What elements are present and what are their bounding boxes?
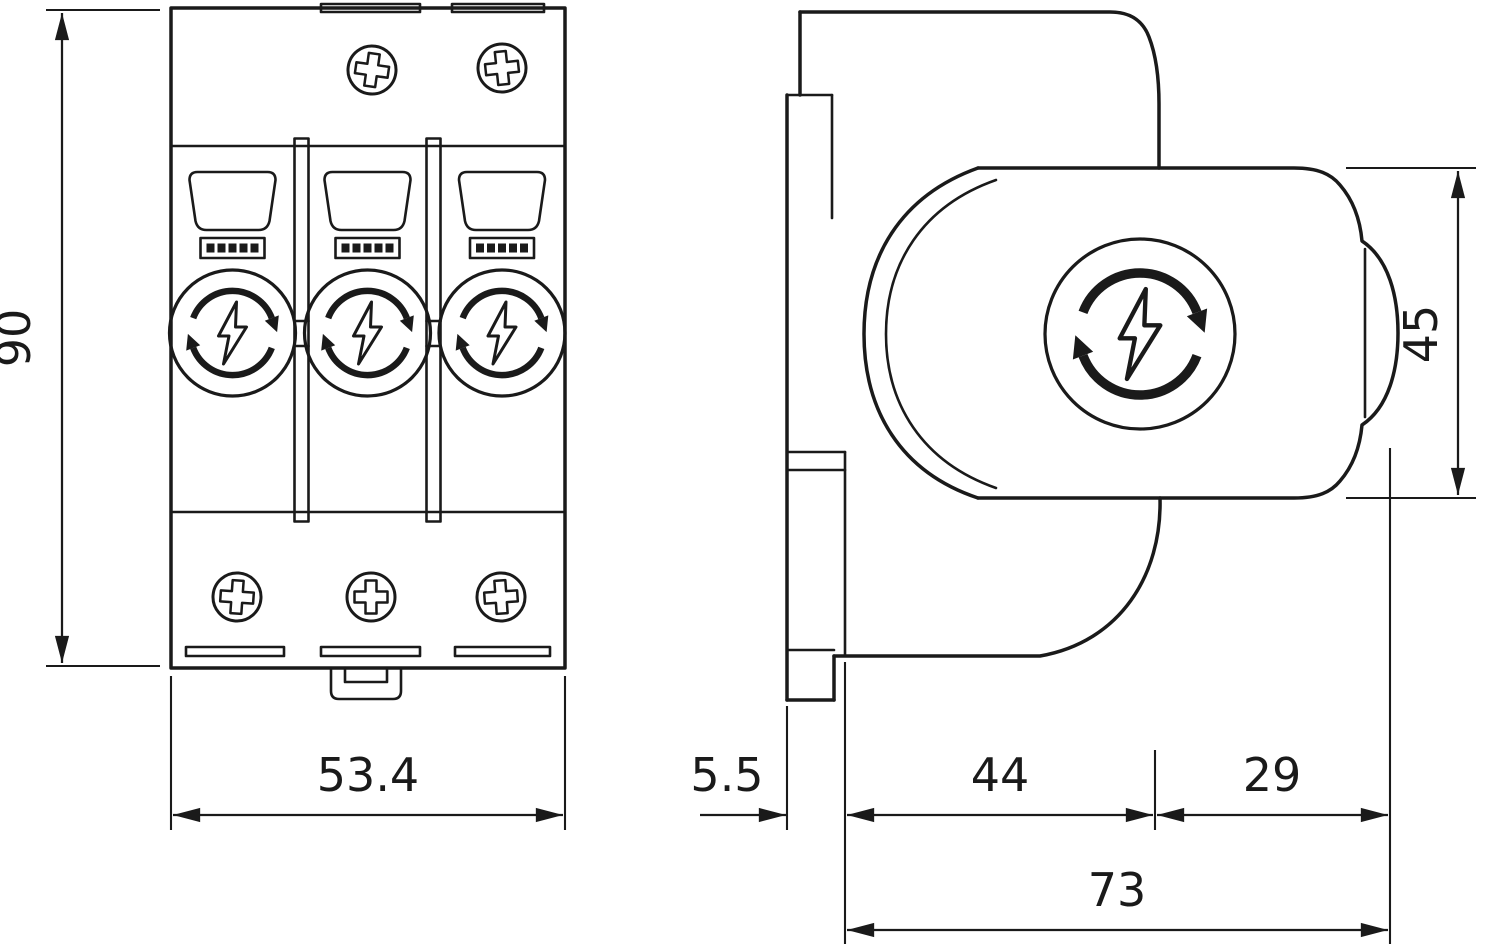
dimension-annotations: 90 53.4 45 5.5 44 29 73 bbox=[0, 8, 1476, 944]
dim-front-height: 90 bbox=[0, 309, 41, 368]
dim-total-depth: 73 bbox=[1088, 863, 1147, 917]
dim-module-height: 45 bbox=[1394, 305, 1448, 364]
bottom-slot bbox=[453, 645, 552, 658]
surge-module bbox=[170, 172, 296, 396]
front-view bbox=[170, 2, 567, 701]
side-view bbox=[785, 10, 1400, 702]
din-clip-tab bbox=[329, 666, 403, 701]
module-back-curve-inner bbox=[884, 178, 998, 490]
side-upper-housing bbox=[798, 10, 1161, 170]
top-slot bbox=[450, 2, 546, 14]
dim-base-depth: 44 bbox=[971, 748, 1030, 802]
bottom-slot bbox=[184, 645, 286, 658]
top-slot bbox=[319, 2, 422, 14]
screw-icon bbox=[474, 40, 530, 96]
screw-icon bbox=[343, 41, 401, 99]
surge-lightning-logo-icon bbox=[1073, 273, 1207, 395]
screw-icon bbox=[345, 571, 397, 623]
dim-offset: 5.5 bbox=[690, 748, 763, 802]
screw-icon bbox=[209, 569, 265, 625]
din-clip-notch bbox=[343, 666, 389, 684]
side-knob-circle bbox=[1043, 237, 1237, 431]
module-back-curve bbox=[862, 166, 980, 500]
surge-module bbox=[439, 172, 565, 396]
screw-icon bbox=[473, 569, 529, 625]
side-module-face bbox=[976, 166, 1400, 500]
dim-front-width: 53.4 bbox=[317, 748, 419, 802]
surge-module bbox=[305, 172, 431, 396]
bottom-slot bbox=[319, 645, 422, 658]
dim-front-depth: 29 bbox=[1243, 748, 1302, 802]
side-lower-housing bbox=[832, 496, 1162, 658]
